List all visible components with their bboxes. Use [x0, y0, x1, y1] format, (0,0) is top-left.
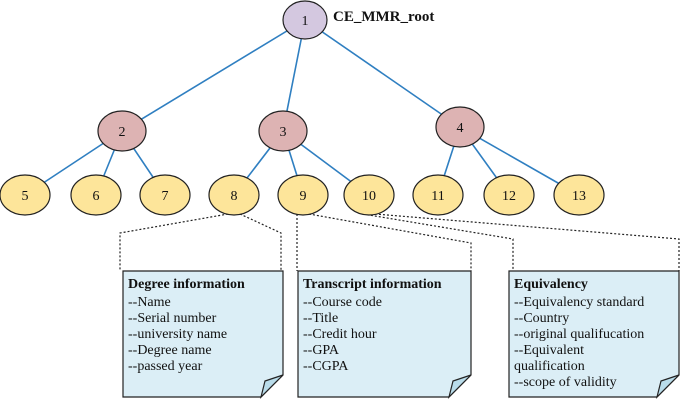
note-field: --Title: [303, 311, 338, 326]
note-fold-corner: [447, 374, 472, 399]
note-card-9: Transcript information --Course code--Tit…: [297, 270, 472, 399]
edge-1-4: [304, 19, 461, 128]
tree-node-2: 2: [97, 110, 147, 152]
note-field: --GPA: [303, 343, 340, 358]
note-title: Degree information: [128, 277, 245, 292]
node-circle: [208, 174, 260, 216]
note-field: --original qualifucation: [514, 327, 644, 342]
note-title: Transcript information: [303, 277, 442, 292]
node-label: 13: [572, 189, 586, 204]
note-card-10: Equivalency --Equivalency standard--Count…: [508, 270, 680, 399]
note-field: --CGPA: [303, 359, 349, 374]
node-circle: [343, 174, 395, 216]
connector-8-left: [119, 213, 229, 271]
node-circle: [483, 174, 535, 216]
note-fold-corner: [655, 374, 680, 399]
node-label: 7: [162, 189, 169, 204]
edge-1-2: [121, 19, 306, 132]
note-field: --scope of validity: [514, 375, 617, 390]
note-card-8: Degree information--Name--Serial number-…: [122, 270, 284, 399]
connector-10-right: [374, 213, 680, 271]
note-field: --Serial number: [128, 311, 217, 326]
node-label: 5: [22, 189, 29, 204]
note-field: --Name: [128, 295, 171, 310]
node-circle: [70, 174, 122, 216]
node-label: 2: [119, 125, 126, 140]
tree-node-12: 12: [483, 174, 535, 216]
tree-node-11: 11: [412, 174, 464, 216]
note-field: --Country: [514, 311, 569, 326]
node-label: 10: [362, 189, 376, 204]
tree-node-10: 10: [343, 174, 395, 216]
note-field: --university name: [128, 327, 227, 342]
tree-node-9: 9: [277, 174, 329, 216]
note-fold-corner: [259, 374, 284, 399]
node-circle: [282, 0, 328, 40]
node-circle: [412, 174, 464, 216]
note-field: --Credit hour: [303, 327, 377, 342]
notes-layer: Degree information--Name--Serial number-…: [122, 270, 680, 399]
tree-node-1: 1: [282, 0, 328, 40]
tree-node-13: 13: [553, 174, 605, 216]
node-label: 4: [457, 121, 464, 136]
note-field: --Equivalent: [514, 343, 584, 358]
node-circle: [258, 110, 308, 152]
note-field: qualification: [514, 359, 585, 374]
note-field: --passed year: [128, 359, 203, 374]
tree-node-8: 8: [208, 174, 260, 216]
node-label: 11: [431, 189, 444, 204]
connector-9-right: [308, 213, 472, 271]
tree-node-6: 6: [70, 174, 122, 216]
note-field: --Degree name: [128, 343, 212, 358]
note-field: --Course code: [303, 295, 382, 310]
tree-node-5: 5: [0, 174, 51, 216]
node-circle: [139, 174, 191, 216]
note-title: Equivalency: [514, 277, 588, 292]
note-field: --Equivalency standard: [514, 295, 644, 310]
edges-layer: [24, 19, 580, 196]
node-circle: [277, 174, 329, 216]
node-label: 12: [502, 189, 516, 204]
connector-10-left: [362, 213, 514, 271]
tree-node-3: 3: [258, 110, 308, 152]
node-circle: [97, 110, 147, 152]
node-circle: [0, 174, 51, 216]
note-connectors-layer: [119, 213, 680, 271]
node-label: 6: [93, 189, 100, 204]
root-title: CE_MMR_root: [333, 9, 434, 25]
node-label: 9: [300, 189, 307, 204]
node-circle: [553, 174, 605, 216]
tree-node-4: 4: [435, 106, 485, 148]
node-label: 8: [231, 189, 238, 204]
node-circle: [435, 106, 485, 148]
tree-node-7: 7: [139, 174, 191, 216]
connector-8-right: [239, 213, 282, 271]
node-label: 3: [280, 125, 287, 140]
node-label: 1: [302, 14, 309, 29]
